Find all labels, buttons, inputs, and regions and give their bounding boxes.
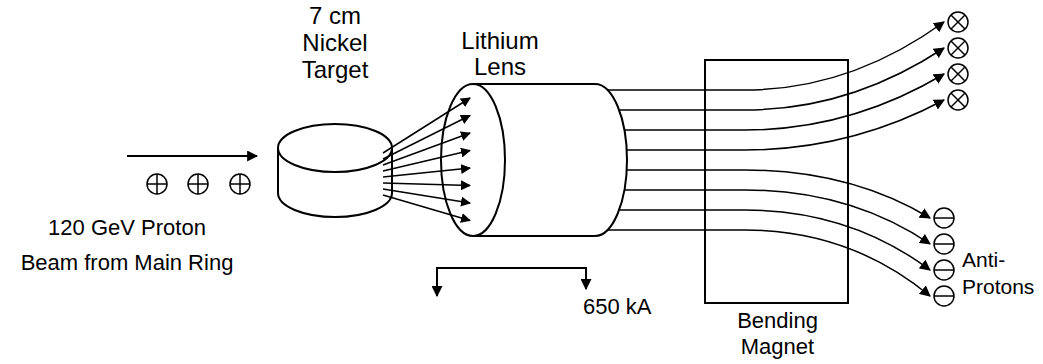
antiproton-label: Anti- Protons: [962, 246, 1040, 300]
antiproton-symbols: [934, 208, 954, 306]
target-disk: 7 cm Nickel Target: [270, 2, 400, 224]
proton-symbols: [147, 174, 250, 194]
beam-line: [383, 189, 470, 203]
lithium-lens-outline: [435, 28, 635, 240]
beam-line: [383, 195, 470, 221]
beam-line: [383, 98, 470, 153]
node-title: 7 cm Nickel Target: [290, 2, 380, 83]
beam-line: [607, 229, 705, 231]
current-label: 650 kA: [583, 293, 652, 320]
beam-line: [383, 151, 470, 172]
lithium-lens: Lithium Lens: [435, 28, 635, 240]
beam-label: 120 GeV Proton Beam from Main Ring: [17, 210, 237, 280]
deflected-beams: [705, 22, 944, 296]
beam-line: [383, 183, 470, 186]
beam-connector: [383, 98, 470, 221]
beam-line: [619, 109, 705, 111]
node-title: Lithium Lens: [435, 28, 565, 80]
beam-line: [627, 169, 705, 171]
beam-line: [627, 149, 705, 151]
beam-line: [607, 89, 705, 91]
beam-arrow: [127, 155, 257, 157]
beam-connector: [607, 90, 705, 230]
beam-line: [619, 209, 705, 211]
current-wire: [437, 268, 586, 296]
beam-line: [624, 129, 705, 131]
node-title: Bending Magnet: [718, 308, 838, 360]
beam-line: [624, 189, 705, 191]
beam-line: [383, 168, 470, 177]
into-page-symbols: [948, 12, 968, 110]
bending-magnet: Bending Magnet: [690, 60, 865, 362]
